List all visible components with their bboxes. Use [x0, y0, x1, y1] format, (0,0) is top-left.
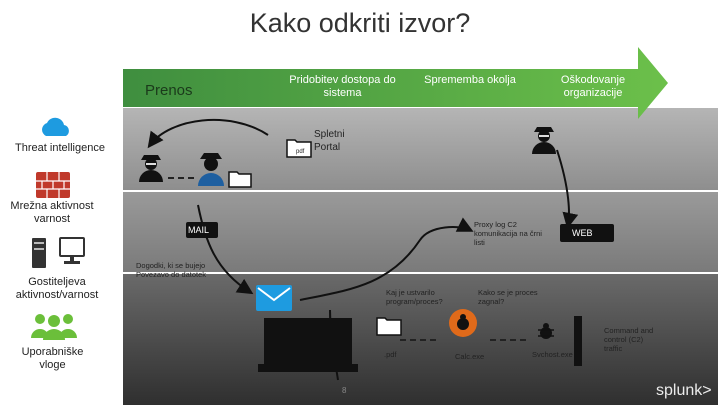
stage-arrow	[123, 47, 668, 119]
svchost-label: Svchost.exe	[532, 350, 573, 359]
pdf-label: .pdf	[384, 350, 397, 359]
who-created-label: Kaj je ustvarilo program/proces?	[386, 288, 443, 306]
stage-damage: Oškodovanje organizacije	[560, 74, 626, 99]
event-label: Dogodki, ki se bujejo Povezavo do datote…	[136, 261, 207, 279]
web-router	[560, 224, 614, 242]
process-started-label: Kako se je proces zagnal?	[478, 288, 538, 306]
mail-router	[186, 222, 218, 238]
users-icon	[31, 314, 77, 340]
c2-label: Command and control (C2) traffic	[604, 326, 654, 353]
splunk-logo: splunk>	[656, 382, 712, 399]
hacker-icon	[532, 127, 556, 154]
page-number: 8	[342, 386, 347, 395]
stage-env: Sprememba okolja	[424, 74, 516, 86]
folder-icon	[286, 139, 312, 158]
web-label: WEB	[572, 228, 593, 238]
bug-icon	[538, 323, 554, 339]
portal-label: Spletni Portal	[314, 129, 345, 153]
hacker-icon	[198, 153, 224, 186]
band-network	[123, 192, 718, 272]
band-threat	[123, 108, 718, 190]
folder-icon	[228, 171, 252, 188]
cloud-icon	[42, 117, 69, 136]
server-icon	[32, 237, 85, 268]
label-network: Mrežna aktivnost varnost	[10, 200, 94, 225]
envelope-icon	[256, 285, 292, 311]
firewall-icon	[36, 172, 70, 198]
calc-label: Calc.exe	[455, 352, 485, 361]
bug-icon	[449, 309, 477, 337]
label-threat: Threat intelligence	[15, 142, 105, 154]
stage-prenos: Prenos	[145, 82, 193, 99]
portal-pdf-icon: pdf	[296, 149, 305, 155]
folder-icon	[376, 317, 402, 336]
label-users: Uporabniške vloge	[21, 346, 84, 371]
computer-icon	[258, 318, 358, 372]
stage-access: Pridobitev dostopa do sistema	[289, 74, 396, 99]
mail-label: MAIL	[188, 225, 210, 235]
host-device	[574, 316, 582, 366]
page-title: Kako odkriti izvor?	[249, 8, 471, 38]
hacker-icon	[139, 155, 163, 182]
label-host: Gostiteljeva aktivnost/varnost	[15, 276, 99, 301]
proxy-label: Proxy log C2 komunikacija na črni listi	[474, 220, 542, 247]
